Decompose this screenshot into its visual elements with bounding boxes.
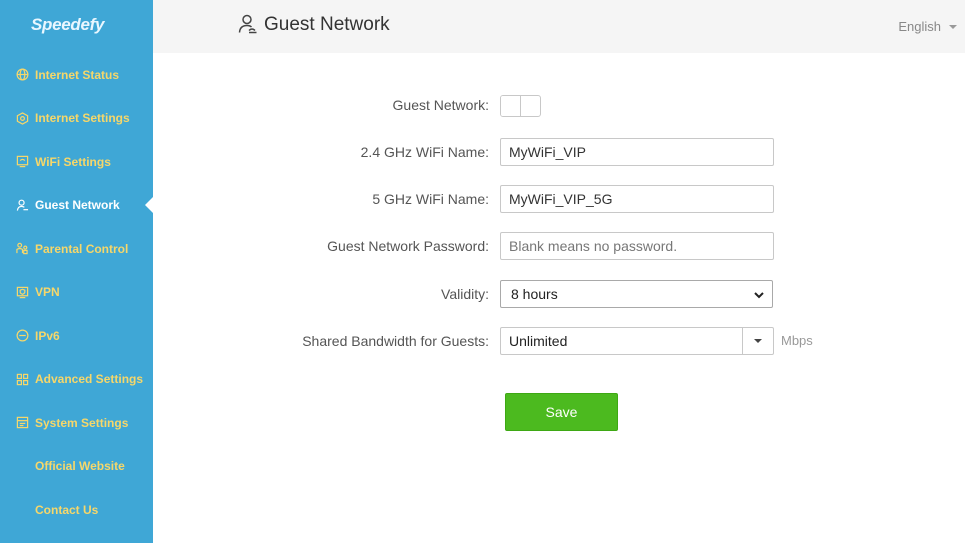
toggle-knob (501, 96, 521, 116)
ipv6-icon (15, 329, 29, 343)
guest-user-icon (15, 198, 29, 212)
wifi-5-label: 5 GHz WiFi Name: (372, 191, 489, 207)
validity-label: Validity: (441, 286, 489, 302)
sidebar: Speedefy Internet Status Internet Settin… (0, 0, 153, 543)
sidebar-item-label: WiFi Settings (35, 154, 111, 169)
caret-down-icon (754, 339, 762, 343)
sidebar-item-advanced-settings[interactable]: Advanced Settings (0, 358, 153, 402)
sidebar-item-label: Parental Control (35, 241, 129, 256)
sidebar-item-label: Official Website (35, 459, 125, 474)
wifi-5-name-input[interactable] (500, 185, 774, 213)
sidebar-item-guest-network[interactable]: Guest Network (0, 184, 153, 228)
sidebar-item-vpn[interactable]: VPN (0, 271, 153, 315)
chevron-down-icon (754, 292, 764, 299)
validity-value: 8 hours (511, 286, 558, 302)
sidebar-item-ipv6[interactable]: IPv6 (0, 314, 153, 358)
parental-icon (15, 242, 29, 256)
sidebar-item-system-settings[interactable]: System Settings (0, 401, 153, 445)
page-title: Guest Network (264, 14, 390, 35)
globe-icon (15, 68, 29, 82)
wifi-monitor-icon (15, 155, 29, 169)
bandwidth-dropdown-button[interactable] (742, 328, 773, 354)
sidebar-item-label: Internet Status (35, 67, 120, 82)
language-selector[interactable]: English (898, 19, 957, 34)
bandwidth-combo[interactable]: Unlimited (500, 327, 774, 355)
vpn-shield-icon (15, 285, 29, 299)
sidebar-item-label: IPv6 (35, 328, 60, 343)
password-label: Guest Network Password: (327, 238, 489, 254)
sidebar-item-internet-settings[interactable]: Internet Settings (0, 97, 153, 141)
guest-network-toggle[interactable] (500, 95, 541, 117)
page-header: Guest Network English (153, 0, 965, 53)
sidebar-item-contact-us[interactable]: Contact Us (0, 488, 153, 532)
sidebar-item-label: System Settings (35, 415, 129, 430)
sidebar-item-wifi-settings[interactable]: WiFi Settings (0, 140, 153, 184)
sidebar-item-label: Advanced Settings (35, 372, 144, 387)
guest-user-icon (237, 13, 259, 35)
sidebar-item-internet-status[interactable]: Internet Status (0, 53, 153, 97)
sidebar-item-label: Contact Us (35, 502, 99, 517)
guest-network-label: Guest Network: (392, 97, 489, 113)
sidebar-item-label: Internet Settings (35, 111, 130, 126)
grid-icon (15, 372, 29, 386)
save-button[interactable]: Save (505, 393, 618, 431)
wifi-24-name-input[interactable] (500, 138, 774, 166)
sidebar-item-parental-control[interactable]: Parental Control (0, 227, 153, 271)
app-logo: Speedefy (31, 15, 105, 34)
sidebar-item-official-website[interactable]: Official Website (0, 445, 153, 489)
sidebar-item-label: Guest Network (35, 198, 120, 213)
system-icon (15, 416, 29, 430)
validity-select[interactable]: 8 hours (500, 280, 773, 308)
language-label: English (898, 19, 941, 34)
sidebar-item-label: VPN (35, 285, 60, 300)
sidebar-nav: Internet Status Internet Settings WiFi S… (0, 53, 153, 532)
guest-password-input[interactable] (500, 232, 774, 260)
bandwidth-unit: Mbps (781, 333, 813, 348)
network-icon (15, 111, 29, 125)
chevron-down-icon (949, 24, 957, 29)
bandwidth-value: Unlimited (509, 333, 568, 349)
bandwidth-label: Shared Bandwidth for Guests: (302, 333, 489, 349)
wifi-24-label: 2.4 GHz WiFi Name: (360, 144, 489, 160)
